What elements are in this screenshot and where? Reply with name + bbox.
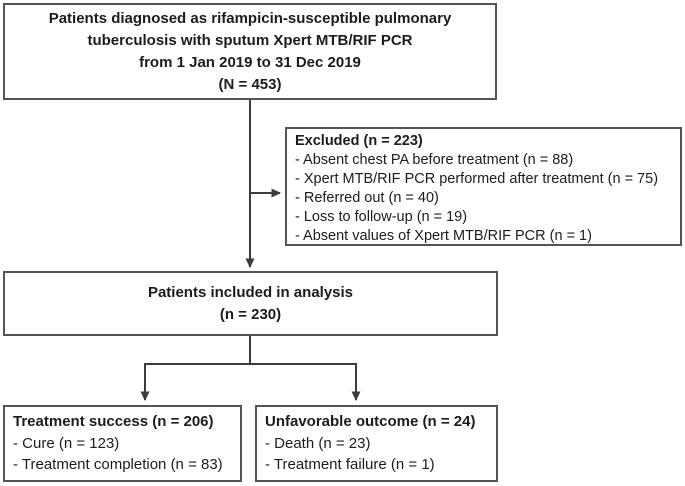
excluded-title: Excluded (n = 223) <box>295 133 423 149</box>
box-excluded: Excluded (n = 223) - Absent chest PA bef… <box>285 127 682 246</box>
unfavorable-outcome-item: - Death (n = 23) <box>265 434 371 452</box>
source-population-text: Patients diagnosed as rifampicin-suscept… <box>48 9 452 93</box>
box-included-analysis: Patients included in analysis (n = 230) <box>3 271 498 336</box>
unfavorable-outcome-title: Unfavorable outcome (n = 24) <box>265 413 476 430</box>
excluded-item: - Xpert MTB/RIF PCR performed after trea… <box>295 171 659 187</box>
excluded-item: - Absent values of Xpert MTB/RIF PCR (n … <box>295 228 592 244</box>
box-source-population: Patients diagnosed as rifampicin-suscept… <box>3 3 497 100</box>
unfavorable-outcome-item: - Treatment failure (n = 1) <box>265 456 435 473</box>
treatment-success-item: - Treatment completion (n = 83) <box>13 456 223 473</box>
box-treatment-success: Treatment success (n = 206) - Cure (n = … <box>3 405 242 482</box>
treatment-success-title: Treatment success (n = 206) <box>13 413 214 430</box>
treatment-success-item: - Cure (n = 123) <box>13 434 120 452</box>
excluded-item: - Loss to follow-up (n = 19) <box>295 209 468 225</box>
box-unfavorable-outcome: Unfavorable outcome (n = 24) - Death (n … <box>255 405 498 482</box>
included-analysis-text: Patients included in analysis (n = 230) <box>147 283 354 323</box>
excluded-item: - Referred out (n = 40) <box>295 190 439 206</box>
excluded-item: - Absent chest PA before treatment (n = … <box>295 152 574 168</box>
